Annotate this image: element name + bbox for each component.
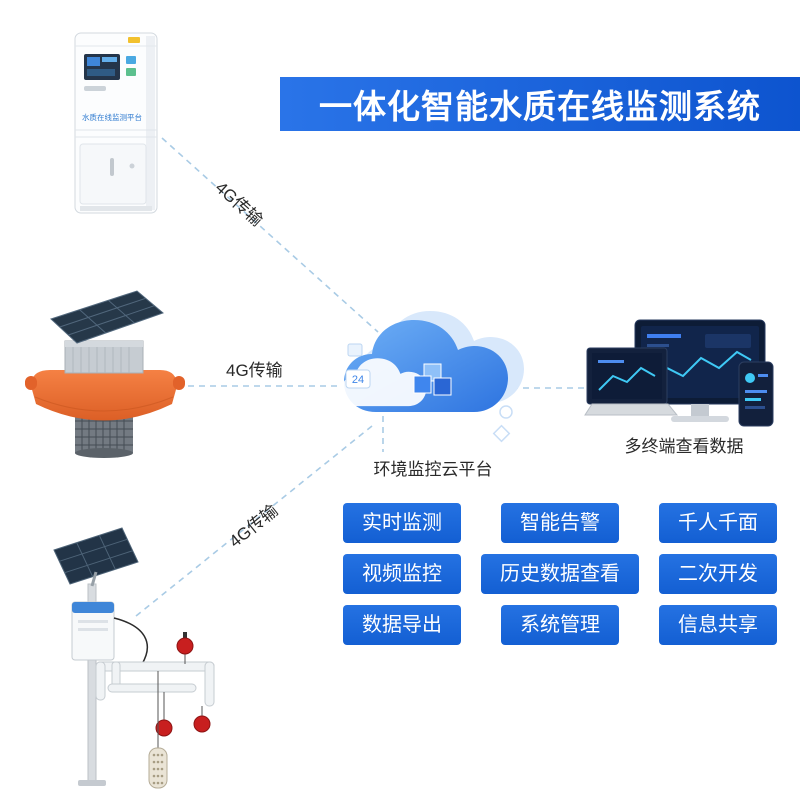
cloud-badge-text: 24 bbox=[352, 374, 364, 386]
buoy-float bbox=[25, 370, 185, 421]
feature-button-secondary-development[interactable]: 二次开发 bbox=[659, 554, 777, 594]
feature-grid: 实时监测 智能告警 千人千面 视频监控 历史数据查看 二次开发 数据导出 系统管… bbox=[343, 503, 777, 645]
cloud-data-cubes-icon bbox=[413, 363, 452, 396]
cloud-decor-circle-icon bbox=[499, 405, 513, 419]
feature-row-2: 视频监控 历史数据查看 二次开发 bbox=[343, 554, 777, 594]
link-cabinet-cloud bbox=[161, 137, 379, 333]
title-banner: 一体化智能水质在线监测系统 bbox=[280, 77, 800, 131]
cabinet-screen bbox=[84, 54, 136, 91]
page-title: 一体化智能水质在线监测系统 bbox=[319, 88, 761, 125]
cloud-badge-24: 24 bbox=[345, 369, 371, 389]
device-solar-station bbox=[53, 527, 215, 789]
buoy-battery-box bbox=[64, 340, 144, 374]
smartphone bbox=[738, 361, 774, 427]
feature-button-personalization[interactable]: 千人千面 bbox=[659, 503, 777, 543]
terminals-label: 多终端查看数据 bbox=[624, 437, 744, 456]
cloud-platform: 24 bbox=[341, 311, 524, 443]
feature-button-history-data[interactable]: 历史数据查看 bbox=[481, 554, 639, 594]
feature-button-realtime-monitoring[interactable]: 实时监测 bbox=[343, 503, 461, 543]
cloud-platform-label: 环境监控云平台 bbox=[373, 460, 493, 479]
feature-button-system-management[interactable]: 系统管理 bbox=[501, 605, 619, 645]
cloud-decor-chip-icon bbox=[347, 343, 363, 357]
station-float-balls bbox=[155, 632, 211, 737]
station-pipe-frame bbox=[95, 661, 215, 707]
feature-button-data-export[interactable]: 数据导出 bbox=[343, 605, 461, 645]
feature-button-info-sharing[interactable]: 信息共享 bbox=[659, 605, 777, 645]
station-solar-panel bbox=[53, 527, 139, 587]
feature-button-video-monitoring[interactable]: 视频监控 bbox=[343, 554, 461, 594]
link-label-4g-buoy: 4G传输 bbox=[226, 361, 283, 380]
cloud-decor-diamond-icon bbox=[492, 424, 511, 443]
station-control-box bbox=[71, 601, 115, 661]
feature-button-smart-alert[interactable]: 智能告警 bbox=[501, 503, 619, 543]
buoy-solar-panel bbox=[50, 290, 164, 344]
device-cabinet: 水质在线监测平台 bbox=[74, 32, 158, 214]
cabinet-door bbox=[75, 129, 157, 211]
device-buoy bbox=[25, 290, 185, 458]
feature-row-3: 数据导出 系统管理 信息共享 bbox=[343, 605, 777, 645]
station-cable bbox=[113, 617, 148, 665]
station-sensor-tube bbox=[148, 671, 168, 789]
feature-row-1: 实时监测 智能告警 千人千面 bbox=[343, 503, 777, 543]
cabinet-label-text: 水质在线监测平台 bbox=[82, 112, 142, 122]
laptop bbox=[584, 347, 679, 416]
terminal-devices bbox=[584, 319, 774, 427]
